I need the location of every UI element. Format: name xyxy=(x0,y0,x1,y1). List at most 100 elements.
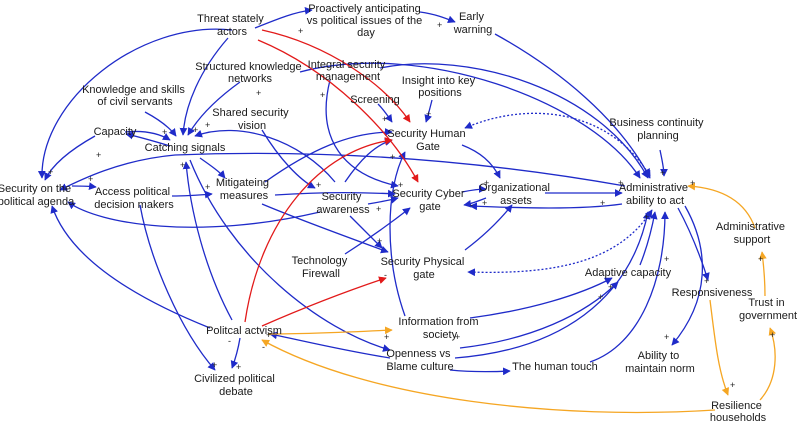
node-administrative-support: Administrative support xyxy=(716,221,788,246)
node-security-physical-gate: Security Physical gate xyxy=(381,256,468,281)
edge-admin-support-to-admin xyxy=(687,182,756,229)
edge-political-activism-to-security-agenda xyxy=(50,205,211,329)
polarity-sign: + xyxy=(377,236,382,246)
node-administrative-ability-to-act: Administrative ability to act xyxy=(619,182,691,207)
polarity-sign: + xyxy=(266,330,271,340)
nodes: Threat stately actors Proactively antici… xyxy=(0,3,797,424)
polarity-sign: + xyxy=(660,168,665,178)
edge-admin-to-physical-gate-dotted xyxy=(467,209,653,277)
polarity-sign: + xyxy=(96,150,101,160)
node-capacity: Capacity xyxy=(94,126,137,138)
node-business-continuity-planning: Business continuity planning xyxy=(609,117,706,142)
edge-resilience-to-trust xyxy=(759,327,777,401)
polarity-sign: + xyxy=(382,114,387,124)
node-security-human-gate: Security Human Gate xyxy=(387,128,468,153)
edge-catching-to-capacity xyxy=(125,131,171,147)
node-organizational-assets: Organizational assets xyxy=(479,182,553,207)
node-catching-signals: Catching signals xyxy=(145,142,226,154)
node-screening: Screening xyxy=(350,94,400,106)
polarity-sign: + xyxy=(758,254,763,264)
edge-tech-to-cyber-gate xyxy=(344,207,411,255)
polarity-sign: + xyxy=(48,167,53,177)
edge-catching-to-openness xyxy=(189,159,391,352)
edge-shared-to-awareness xyxy=(261,129,316,189)
edge-human-touch-to-admin xyxy=(589,211,669,363)
edge-admin-to-maintain-norm xyxy=(671,205,704,346)
node-responsiveness: Responsiveness xyxy=(672,287,753,299)
edge-political-activism-to-physical-gate xyxy=(261,276,387,327)
edge-openness-to-political-activism xyxy=(269,331,391,359)
node-mitigating-measures: Mitigateing measures xyxy=(216,177,272,202)
polarity-sign: + xyxy=(298,26,303,36)
polarity-sign: + xyxy=(398,180,403,190)
polarity-sign: + xyxy=(730,380,735,390)
edge-capacity-to-security-agenda xyxy=(44,135,96,181)
edge-cyber-gate-to-org-assets xyxy=(461,185,487,193)
polarity-sign: + xyxy=(384,332,389,342)
polarity-sign: + xyxy=(600,198,605,208)
polarity-sign: + xyxy=(437,20,442,30)
edge-threat-to-proactive xyxy=(254,6,313,29)
polarity-sign: + xyxy=(390,152,395,162)
node-adaptive-capacity: Adaptive capacity xyxy=(585,267,672,279)
edge-structured-to-catching xyxy=(187,81,241,136)
node-security-awareness: Security awareness xyxy=(316,191,370,216)
polarity-sign: + xyxy=(212,360,217,370)
node-access-political-decision-makers: Access political decision makers xyxy=(94,186,174,211)
polarity-sign: + xyxy=(193,125,198,135)
edge-bcp-to-admin xyxy=(659,149,668,177)
polarity-sign: + xyxy=(770,330,775,340)
edge-integral-to-cyber-gate xyxy=(325,79,399,189)
edge-admin-to-responsiveness xyxy=(677,207,710,281)
edge-knowledge-to-catching xyxy=(144,111,177,137)
polarity-sign: + xyxy=(256,88,261,98)
polarity-sign: + xyxy=(484,178,489,188)
polarity-sign: + xyxy=(162,127,167,137)
node-the-human-touch: The human touch xyxy=(512,361,598,373)
node-security-on-political-agenda: Security on the political agenda xyxy=(0,183,75,208)
edge-awareness-to-physical-gate xyxy=(349,215,383,249)
polarity-sign: + xyxy=(704,276,709,286)
node-shared-security-vision: Shared security vision xyxy=(212,107,292,132)
polarity-sign: - xyxy=(512,358,515,368)
node-structured-knowledge-networks: Structured knowledge networks xyxy=(195,61,304,85)
polarity-sign: + xyxy=(690,178,695,188)
edge-political-activism-to-civilized xyxy=(230,337,241,369)
edge-awareness-to-cyber-gate xyxy=(367,195,399,205)
node-civilized-political-debate: Civilized political debate xyxy=(194,373,278,398)
node-threat-stately-actors: Threat stately actors xyxy=(197,13,267,38)
node-knowledge-and-skills: Knowledge and skills of civil servants xyxy=(82,84,188,108)
node-proactively-anticipating: Proactively anticipating vs political is… xyxy=(307,3,426,39)
polarity-sign: + xyxy=(205,120,210,130)
edge-information-to-adaptive xyxy=(469,277,613,319)
edge-threat-to-cyber-gate xyxy=(257,39,419,183)
edge-responsiveness-to-resilience xyxy=(709,299,730,396)
edge-capacity-to-catching xyxy=(124,130,171,141)
node-resilience-households: Resilience households xyxy=(710,400,767,424)
node-openness-vs-blame-culture: Openness vs Blame culture xyxy=(386,348,453,373)
edge-access-to-civilized xyxy=(139,204,216,371)
edge-screening-to-human-gate xyxy=(377,103,393,123)
polarity-sign: + xyxy=(482,198,487,208)
polarity-sign: + xyxy=(598,292,603,302)
polarity-sign: + xyxy=(376,204,381,214)
polarity-sign: + xyxy=(664,332,669,342)
edge-resilience-to-political-activism xyxy=(261,339,716,414)
edge-openness-to-adaptive xyxy=(459,281,619,349)
edge-political-activism-to-human-gate xyxy=(244,137,393,323)
polarity-sign: + xyxy=(88,174,93,184)
polarity-sign: + xyxy=(608,282,613,292)
edge-human-gate-to-admin-dotted xyxy=(464,112,651,177)
node-political-activism: Politcal actvism xyxy=(206,325,282,337)
edge-threat-to-catching xyxy=(179,37,229,136)
edge-proactive-to-early xyxy=(419,11,456,24)
polarity-sign: + xyxy=(455,332,460,342)
edge-access-to-mitigating xyxy=(171,190,213,199)
polarity-sign: + xyxy=(180,160,185,170)
node-information-from-society: Information from society xyxy=(398,316,481,341)
polarity-sign: + xyxy=(316,180,321,190)
edge-human-gate-to-org-assets xyxy=(461,144,501,179)
edge-political-activism-to-catching xyxy=(182,161,233,321)
polarity-sign: - xyxy=(228,336,231,346)
node-security-cyber-gate: Security Cyber gate xyxy=(392,188,467,213)
